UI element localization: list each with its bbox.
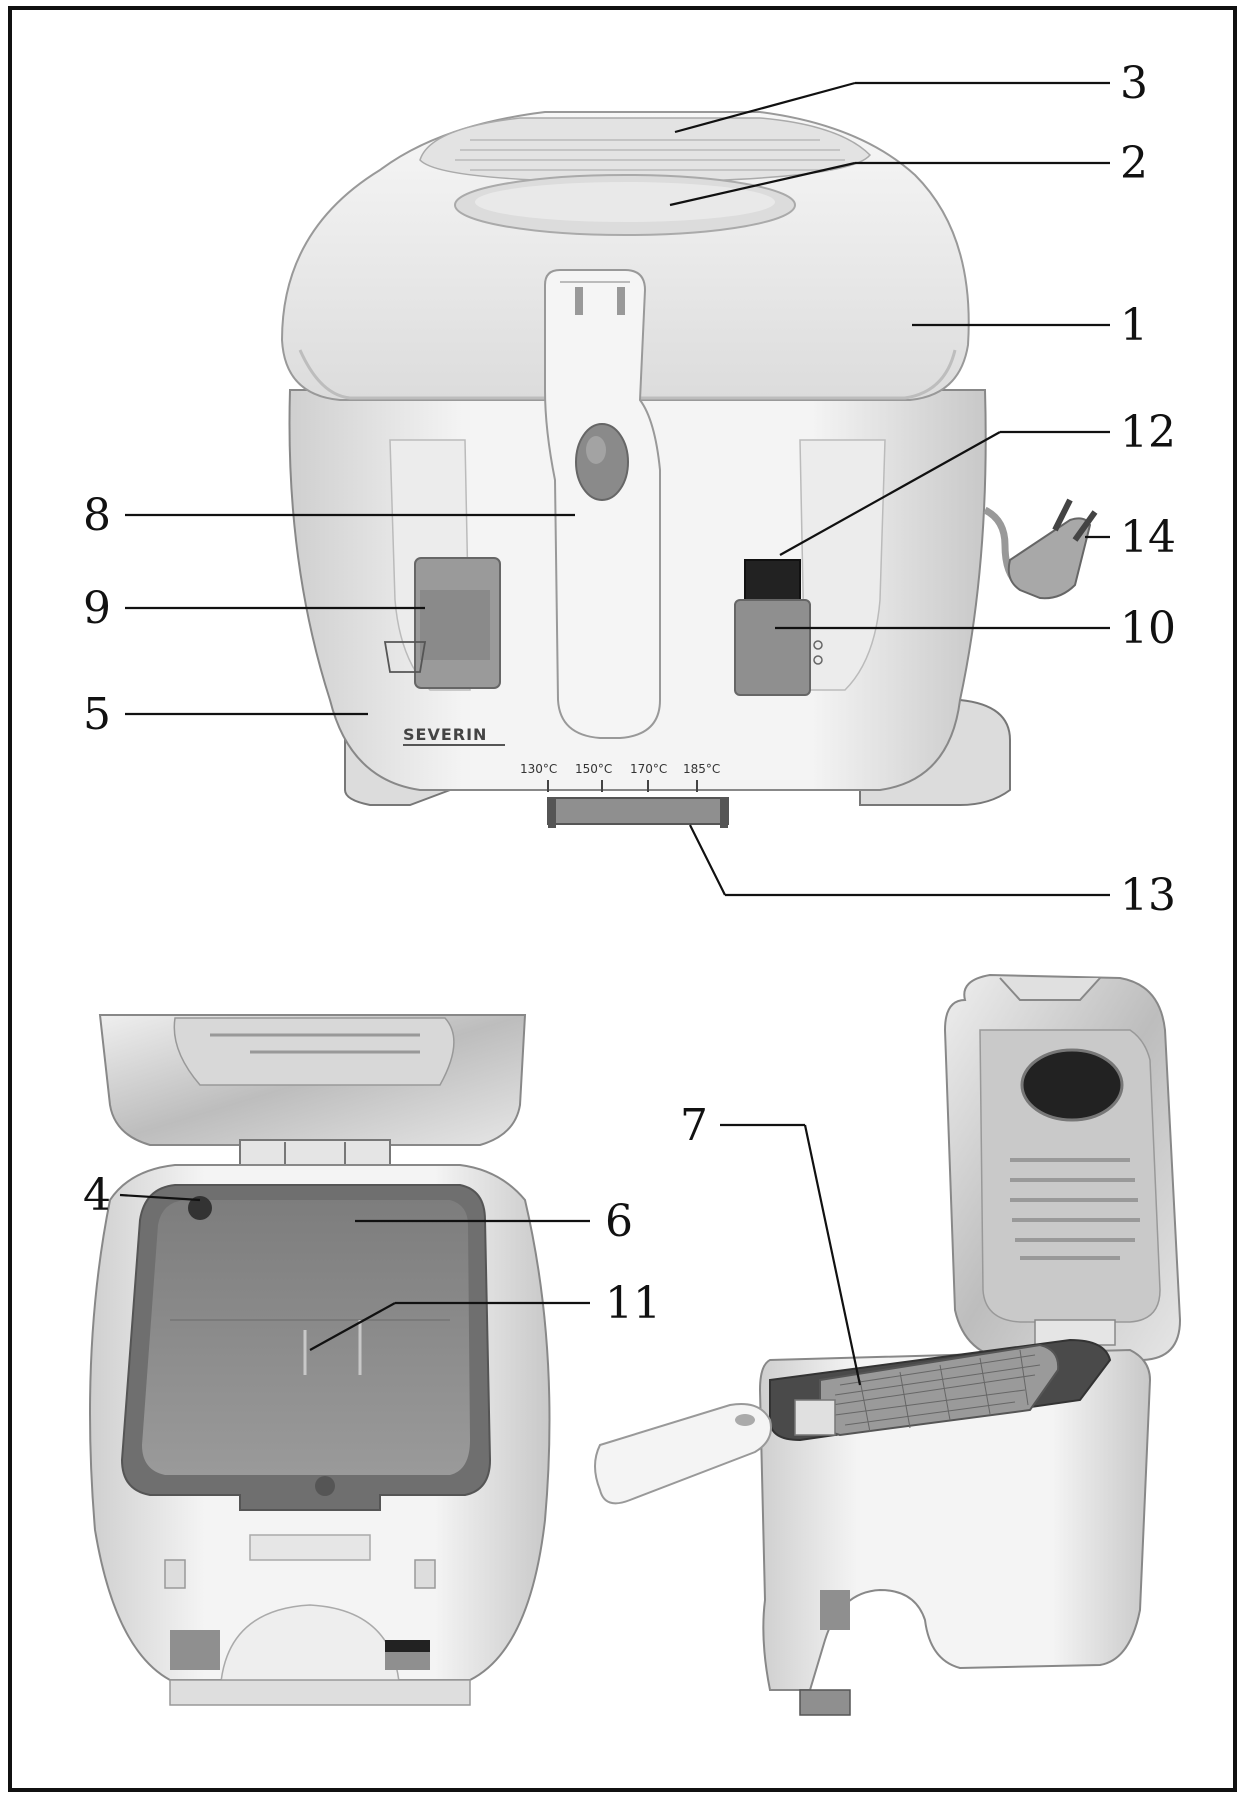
callout-6: 6 bbox=[605, 1196, 633, 1247]
callout-line-4 bbox=[119, 1193, 201, 1202]
temp-label-170: 170°C bbox=[630, 762, 667, 776]
callout-line-3 bbox=[674, 81, 856, 134]
switch-on-symbol-icon bbox=[813, 640, 823, 650]
open-fryer-housing-right bbox=[758, 1348, 1152, 1691]
lid-grille bbox=[1010, 1158, 1140, 1260]
brand-logo: SEVERIN bbox=[403, 725, 487, 744]
lid bbox=[280, 111, 970, 401]
temp-label-150: 150°C bbox=[575, 762, 612, 776]
callout-10: 10 bbox=[1120, 603, 1176, 654]
callout-line-2 bbox=[669, 161, 856, 207]
filter-switch-small bbox=[170, 1630, 220, 1670]
callout-line-13 bbox=[689, 824, 726, 896]
fryer-open-perspective-view bbox=[594, 973, 1182, 1716]
handle-release-button bbox=[575, 423, 629, 501]
callout-7: 7 bbox=[680, 1100, 708, 1151]
callout-14: 14 bbox=[1120, 512, 1176, 563]
plug-pin-2 bbox=[1072, 510, 1098, 542]
thermostat-knob-right bbox=[799, 1689, 851, 1716]
handle-slot-left bbox=[575, 287, 583, 315]
callout-13: 13 bbox=[1120, 870, 1176, 921]
temp-label-185: 185°C bbox=[683, 762, 720, 776]
callout-numbers: 3 2 1 12 8 14 9 10 5 13 7 4 6 11 bbox=[83, 58, 1176, 1329]
viewing-window-glass bbox=[475, 182, 775, 222]
callout-11: 11 bbox=[605, 1278, 661, 1329]
callout-8: 8 bbox=[83, 490, 111, 541]
handle-slot-right bbox=[617, 287, 625, 315]
frying-basket bbox=[818, 1343, 1060, 1437]
viewing-window-right bbox=[1020, 1048, 1124, 1122]
on-off-switch bbox=[734, 599, 811, 696]
plug-pin-1 bbox=[1052, 498, 1073, 532]
fryer-open-top-view bbox=[89, 1014, 551, 1706]
temp-label-130: 130°C bbox=[520, 762, 557, 776]
control-lamp bbox=[744, 559, 801, 603]
basket-handle-extended bbox=[594, 1403, 772, 1505]
callout-4: 4 bbox=[83, 1170, 111, 1221]
switch-off-symbol-icon bbox=[813, 655, 823, 665]
callout-5: 5 bbox=[83, 689, 111, 740]
callout-3: 3 bbox=[1120, 58, 1148, 109]
callout-line-12 bbox=[779, 431, 1001, 556]
power-plug bbox=[1007, 517, 1092, 600]
filter-symbol-icon bbox=[383, 641, 427, 673]
heating-element-housing bbox=[188, 1196, 212, 1220]
callout-1: 1 bbox=[1120, 300, 1148, 351]
temperature-scale: 130°C 150°C 170°C 185°C bbox=[520, 762, 720, 792]
callout-9: 9 bbox=[83, 583, 111, 634]
callout-2: 2 bbox=[1120, 138, 1148, 189]
on-off-switch-right bbox=[820, 1590, 850, 1630]
filter-slots bbox=[455, 139, 845, 171]
callout-lines bbox=[119, 81, 1110, 1386]
fryer-front-view: SEVERIN 130°C 150°C 170°C 185°C bbox=[280, 111, 1098, 828]
basket-handle bbox=[544, 269, 661, 739]
callout-12: 12 bbox=[1120, 407, 1176, 458]
thermostat-knob bbox=[547, 797, 729, 825]
